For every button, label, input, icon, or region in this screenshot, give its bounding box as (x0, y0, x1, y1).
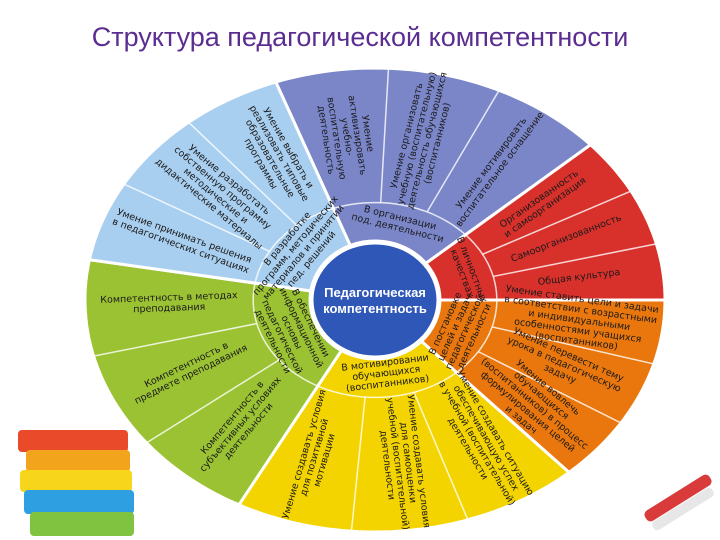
sector-programs (87, 80, 378, 302)
page-title: Структура педагогической компетентности (91, 22, 629, 52)
sector-subdivider (491, 326, 654, 365)
sector-item-information-3: Компетентность в методахпреподавания (100, 290, 238, 316)
book-green (30, 512, 134, 536)
sector-motivation (236, 297, 572, 534)
sector-subdivider (493, 243, 657, 278)
sector-inner-arc (456, 300, 498, 374)
sector-subdivider (426, 89, 500, 213)
sector-item-goals-1: Умение ставить цели и задачив соответств… (499, 283, 659, 357)
sector-subdivider (350, 397, 366, 532)
sector-dividers (93, 68, 657, 532)
sector-inner-arc (317, 371, 457, 399)
books-decoration (18, 430, 134, 536)
sector-inner-arc (465, 234, 498, 300)
sector-subdivider (413, 392, 469, 521)
center-label-line2: компетентность (323, 301, 427, 316)
sector-subdivider (123, 183, 270, 252)
sector-organization (273, 66, 593, 303)
book-red (18, 430, 128, 452)
center-circle: Педагогическая компетентность (308, 239, 442, 361)
book-orange (26, 450, 130, 472)
sector-inner-arc (333, 201, 466, 236)
sector-subdivider (482, 190, 632, 255)
sector-inner-arc (254, 207, 334, 284)
sector-inner-arc (252, 282, 319, 387)
sector-information (83, 258, 378, 507)
center-label-line1: Педагогическая (324, 285, 426, 300)
sector-subdivider (477, 350, 622, 424)
book-blue (24, 490, 134, 514)
sector-subdivider (93, 322, 257, 357)
sectors-layer (83, 66, 667, 534)
pencil-decoration (644, 474, 714, 531)
book-yellow (20, 470, 132, 492)
sector-goals (371, 298, 667, 475)
sector-subdivider (379, 68, 390, 203)
sector-subdivider (146, 359, 280, 444)
sector-personal (370, 142, 667, 302)
sector-subdivider (188, 121, 298, 226)
